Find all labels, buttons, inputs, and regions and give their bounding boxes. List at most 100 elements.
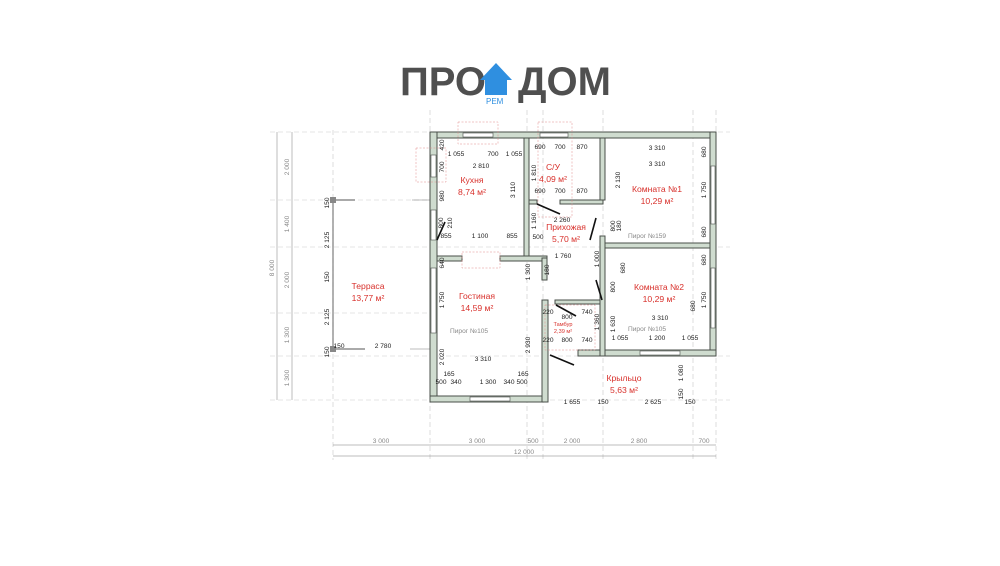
- room-name: Гостиная: [459, 291, 495, 301]
- dimension-label: 680: [620, 262, 627, 273]
- dimension-label: 680: [701, 146, 708, 157]
- dimension-label: 150: [678, 388, 685, 399]
- dimension-label: 740: [581, 309, 592, 316]
- dimension-label: 700: [554, 144, 565, 151]
- axis-bottom-label: 3 000: [469, 438, 486, 445]
- room-area: 10,29 м²: [641, 196, 674, 206]
- room-area: 2,39 м²: [554, 329, 572, 335]
- dimension-label: 220: [542, 309, 553, 316]
- room-name: Тамбур: [554, 322, 573, 328]
- dimension-label: 800: [610, 281, 617, 292]
- dimension-label: 870: [576, 144, 587, 151]
- room-area: 8,74 м²: [458, 187, 486, 197]
- dimension-label: 3 310: [652, 315, 669, 322]
- axis-left-label: 2 000: [284, 271, 291, 288]
- dimension-label: 1 750: [701, 291, 708, 308]
- dimension-label: 2 125: [324, 308, 331, 325]
- dimension-label: 700: [487, 151, 498, 158]
- bottom-dimension-chain: [333, 444, 716, 457]
- dimension-label: 800: [561, 337, 572, 344]
- dimension-label: 2 780: [375, 343, 392, 350]
- room-name: С/У: [546, 162, 561, 172]
- dimension-label: 150: [324, 271, 331, 282]
- dimension-label: 1 160: [531, 212, 538, 229]
- assembly-note: Пирог №159: [628, 233, 666, 240]
- axis-left-label: 1 300: [284, 326, 291, 343]
- dimension-label: 1 750: [701, 181, 708, 198]
- dimension-label: 3 110: [510, 182, 517, 198]
- assembly-note: Пирог №105: [628, 326, 666, 333]
- dimension-label: 1 055: [612, 335, 629, 342]
- dimension-label: 800: [610, 220, 617, 231]
- dimension-label: 150: [324, 346, 331, 357]
- dimension-label: 2 125: [324, 231, 331, 248]
- terrace-outline: [330, 197, 430, 352]
- house-icon: [480, 63, 512, 95]
- axis-bottom-label: 500: [527, 438, 538, 445]
- dimension-label: 500: [435, 379, 446, 386]
- dimension-label: 680: [701, 254, 708, 265]
- dimension-label: 1 200: [649, 335, 666, 342]
- dimension-label: 1 000: [594, 250, 601, 267]
- dimension-label: 3 310: [475, 356, 492, 363]
- dimension-label: 680: [690, 300, 697, 311]
- dimension-label: 220: [542, 337, 553, 344]
- dimension-label: 800: [561, 314, 572, 321]
- dimension-label: 2 020: [439, 348, 446, 365]
- dimension-label: 740: [581, 337, 592, 344]
- dimension-label: 1 080: [678, 364, 685, 381]
- dimension-label: 340: [503, 379, 514, 386]
- dimension-label: 1 750: [439, 291, 446, 308]
- room-area: 5,63 м²: [610, 385, 638, 395]
- dimension-label: 210: [447, 217, 454, 228]
- dimension-label: 150: [324, 197, 331, 208]
- room-name: Кухня: [461, 175, 484, 185]
- dimension-label: 1 300: [525, 263, 532, 280]
- dimension-label: 2 625: [645, 399, 662, 406]
- dimension-label: 1 055: [448, 151, 465, 158]
- dimension-label: 150: [333, 343, 344, 350]
- dimension-label: 420: [439, 139, 446, 150]
- axis-left-label: 1 400: [284, 215, 291, 232]
- dimension-label: 870: [576, 188, 587, 195]
- dimension-label: 640: [439, 257, 446, 268]
- dimension-label: 855: [440, 233, 451, 240]
- dimension-label: 150: [597, 399, 608, 406]
- watermark-text-left: ПРО: [400, 60, 486, 104]
- dimension-label: 680: [701, 226, 708, 237]
- dimension-label: 2 810: [473, 163, 490, 170]
- dimension-label: 1 300: [480, 379, 497, 386]
- walls: [415, 121, 717, 403]
- dimension-label: 2 130: [615, 171, 622, 188]
- axis-bottom-label: 2 000: [564, 438, 581, 445]
- dimension-label: 690: [534, 188, 545, 195]
- dimension-label: 700: [439, 161, 446, 172]
- room-area: 4,09 м²: [539, 174, 567, 184]
- dimension-label: 1 100: [472, 233, 489, 240]
- dimension-label: 150: [684, 399, 695, 406]
- watermark-logo: ПРО РЕМ ДОМ: [400, 60, 611, 106]
- dimension-label: 340: [450, 379, 461, 386]
- room-area: 13,77 м²: [352, 293, 385, 303]
- dimension-label: 180: [544, 264, 551, 275]
- dimension-label: 2 930: [525, 336, 532, 353]
- dimension-label: 855: [506, 233, 517, 240]
- dimension-label: 1 630: [610, 315, 617, 332]
- axis-left-total: 8 000: [269, 259, 276, 276]
- axis-left-label: 1 300: [284, 369, 291, 386]
- dimension-label: 700: [554, 188, 565, 195]
- axis-bottom-label: 2 800: [631, 438, 648, 445]
- room-name: Прихожая: [546, 222, 586, 232]
- assembly-note: Пирог №105: [450, 328, 488, 335]
- dimension-label: 165: [517, 371, 528, 378]
- dimension-label: 180: [616, 220, 623, 231]
- dimension-label: 2 260: [554, 217, 571, 224]
- dimension-label: 1 810: [531, 164, 538, 181]
- dimension-label: 500: [516, 379, 527, 386]
- left-dimension-chain: [276, 132, 293, 400]
- room-area: 5,70 м²: [552, 234, 580, 244]
- axis-bottom-label: 3 000: [373, 438, 390, 445]
- room-area: 10,29 м²: [643, 294, 676, 304]
- dimension-label: 500: [532, 234, 543, 241]
